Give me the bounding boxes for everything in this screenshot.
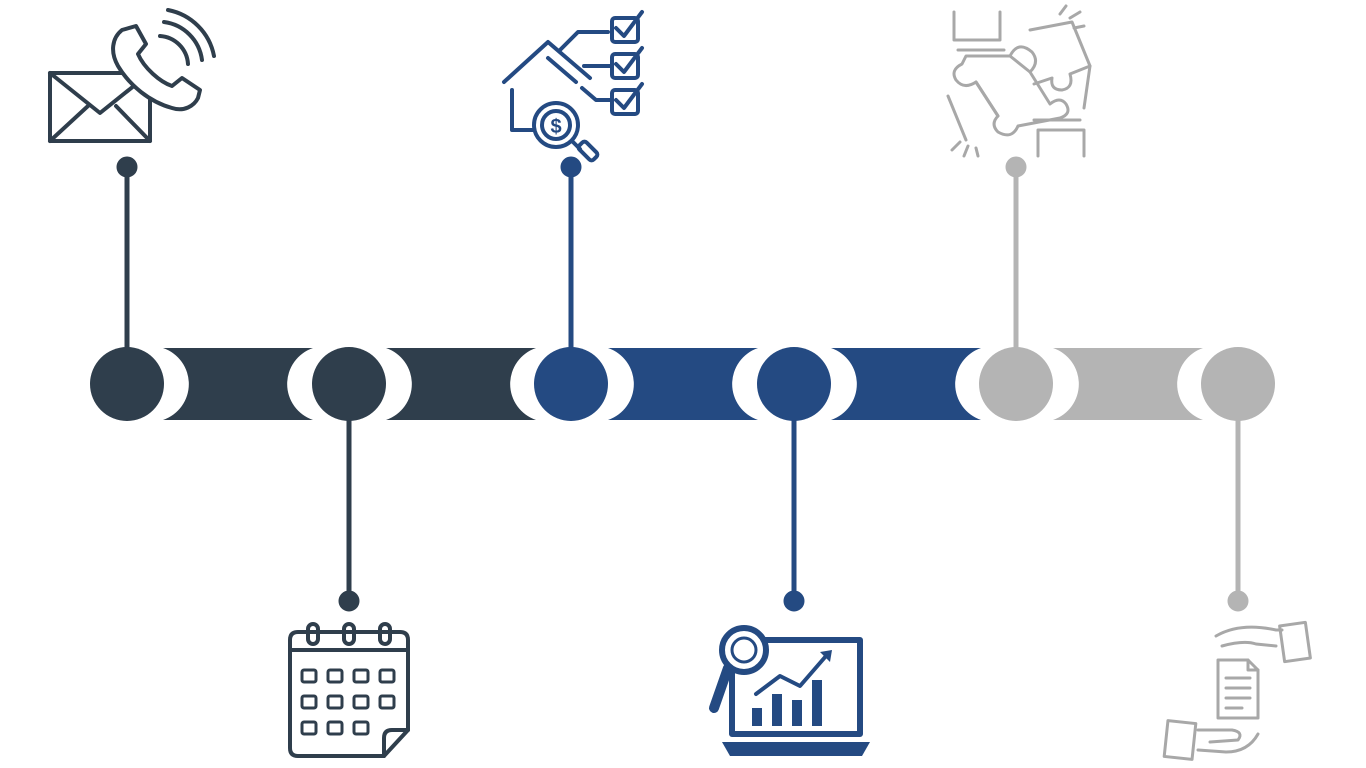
svg-text:$: $ bbox=[550, 116, 561, 138]
stem-1 bbox=[116, 156, 138, 353]
step-node-2 bbox=[312, 347, 386, 421]
step-node-4 bbox=[757, 347, 831, 421]
timeline-nodes bbox=[90, 347, 1275, 421]
laptop-analytics-icon bbox=[709, 625, 870, 756]
connector-3-4 bbox=[608, 348, 758, 420]
document-handover-icon bbox=[1162, 620, 1312, 761]
step-node-6 bbox=[1201, 347, 1275, 421]
connector-5-6 bbox=[1053, 348, 1203, 420]
timeline-stems bbox=[116, 156, 1249, 612]
stem-3 bbox=[560, 156, 582, 353]
step-node-3 bbox=[534, 347, 608, 421]
timeline-connectors bbox=[163, 348, 1203, 420]
stem-5 bbox=[1005, 156, 1027, 353]
step-node-1 bbox=[90, 347, 164, 421]
envelope-phone-icon bbox=[48, 8, 216, 143]
house-valuation-checklist-icon: $ bbox=[502, 10, 644, 163]
stem-2 bbox=[338, 415, 360, 612]
connector-1-2 bbox=[163, 348, 313, 420]
stem-4 bbox=[783, 415, 805, 612]
connector-2-3 bbox=[386, 348, 536, 420]
step-node-5 bbox=[979, 347, 1053, 421]
connector-4-5 bbox=[831, 348, 981, 420]
calendar-icon bbox=[288, 622, 410, 758]
puzzle-handshake-icon bbox=[946, 4, 1092, 158]
stem-6 bbox=[1227, 415, 1249, 612]
